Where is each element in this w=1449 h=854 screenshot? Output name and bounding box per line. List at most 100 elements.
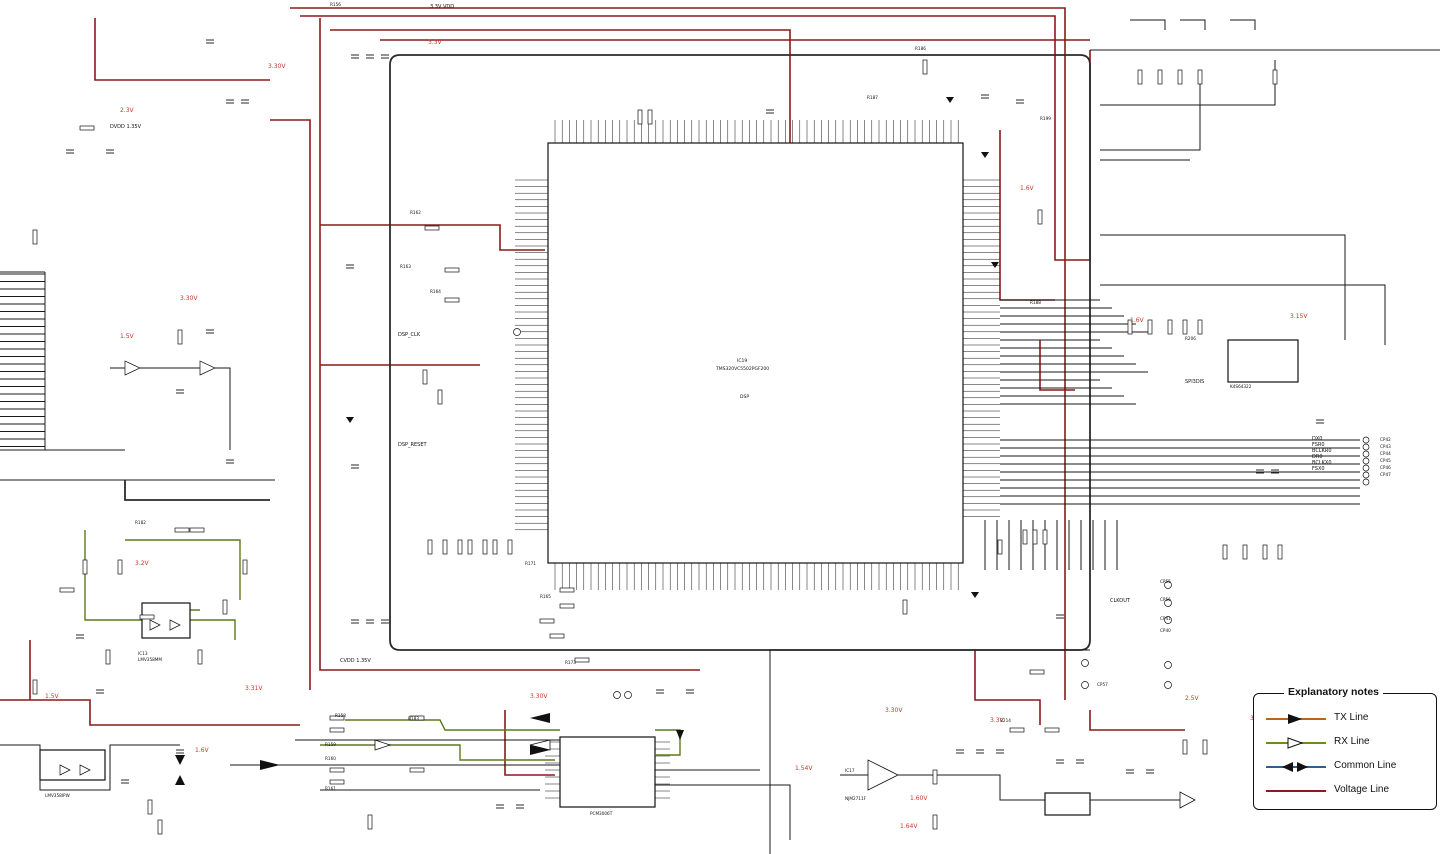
ic13-part: LMV358MM xyxy=(138,657,162,662)
test-point-label: CP56 xyxy=(1160,597,1171,602)
resistor xyxy=(329,727,345,733)
resistor xyxy=(174,527,190,533)
ref-designator: R173 xyxy=(565,660,576,665)
resistor xyxy=(79,125,95,131)
test-point-label: CP43 xyxy=(1380,444,1391,449)
resistor xyxy=(197,649,203,665)
ref-designator: R182 xyxy=(135,520,146,525)
resistor xyxy=(409,767,425,773)
net-label: DSP_CLK xyxy=(398,332,421,338)
resistor xyxy=(437,389,443,405)
common-arrow-icon xyxy=(1282,762,1308,772)
resistor xyxy=(1032,529,1038,545)
test-point-label: CP46 xyxy=(1380,465,1391,470)
voltage-label: 3.30V xyxy=(180,295,198,302)
diode xyxy=(991,262,999,268)
voltage-label: 3.15V xyxy=(1290,313,1308,320)
test-point xyxy=(1362,436,1370,444)
resistor xyxy=(1029,669,1045,675)
voltage-rails xyxy=(0,7,1185,776)
resistor xyxy=(82,559,88,575)
voltage-label: 1.5V xyxy=(45,693,60,700)
codec-chip-ic15: PCM3006T xyxy=(175,713,791,840)
resistor xyxy=(559,603,575,609)
voltage-label: 2.3V xyxy=(120,107,135,114)
test-point-label: CP41 xyxy=(1160,616,1171,621)
test-point xyxy=(513,328,521,336)
voltage-label: 1.60V xyxy=(910,795,928,802)
test-point-label: CP57 xyxy=(1097,682,1108,687)
voltage-label: 3.31V xyxy=(245,685,263,692)
test-point xyxy=(1081,681,1089,689)
ref-designator: R161 xyxy=(325,786,336,791)
resistor xyxy=(1197,319,1203,335)
resistor xyxy=(492,539,498,555)
resistor xyxy=(1182,739,1188,755)
tx-arrow-icon xyxy=(1288,714,1302,724)
resistor xyxy=(444,297,460,303)
test-point xyxy=(1362,450,1370,458)
ref-designator: R165 xyxy=(540,594,551,599)
ref-designator: R186 xyxy=(915,46,926,51)
chip-ref-label: IC19 xyxy=(737,358,747,364)
ic21-part: K4S64322 xyxy=(1230,384,1252,389)
resistor xyxy=(117,559,123,575)
resistor xyxy=(902,599,908,615)
test-point xyxy=(1362,464,1370,472)
resistor xyxy=(467,539,473,555)
resistor xyxy=(1127,319,1133,335)
net-label: CLKOUT xyxy=(1110,598,1131,604)
resistor xyxy=(1157,69,1163,85)
test-point xyxy=(1164,681,1172,689)
resistor xyxy=(329,715,345,721)
test-point xyxy=(1164,661,1172,669)
resistor xyxy=(367,814,373,830)
resistor xyxy=(1202,739,1208,755)
resistor xyxy=(549,633,565,639)
ref-designator: R187 xyxy=(867,95,878,100)
resistor xyxy=(1147,319,1153,335)
resistor xyxy=(329,779,345,785)
diode xyxy=(346,417,354,423)
test-point-label: CP47 xyxy=(1380,472,1391,477)
test-point xyxy=(1164,599,1172,607)
net-label: DR0 xyxy=(1312,454,1323,460)
ref-designator: R188 xyxy=(1030,300,1041,305)
voltage-label: 2.5V xyxy=(1185,695,1200,702)
voltage-label: 1.6V xyxy=(1130,317,1145,324)
resistor xyxy=(1197,69,1203,85)
net-label: 3.3V VDD xyxy=(430,4,454,10)
ref-designator: R163 xyxy=(400,264,411,269)
diode xyxy=(946,97,954,103)
common-line-swatch xyxy=(1266,766,1326,768)
resistor xyxy=(1262,544,1268,560)
test-point xyxy=(1362,457,1370,465)
resistor xyxy=(32,679,38,695)
analog-frontend: IC13 LMV358MM LMV358IPW xyxy=(0,360,270,798)
resistor xyxy=(574,657,590,663)
resistor xyxy=(1222,544,1228,560)
ic17-part: NJM2711F xyxy=(845,796,867,801)
legend-title: Explanatory notes xyxy=(1284,686,1384,698)
resistor xyxy=(177,329,183,345)
test-point xyxy=(1362,471,1370,479)
resistor xyxy=(105,649,111,665)
resistor xyxy=(637,109,643,125)
resistor xyxy=(329,767,345,773)
net-label: BCLKX0 xyxy=(1312,460,1332,466)
net-label: SPI3DIS xyxy=(1185,379,1204,385)
ref-designator: R162 xyxy=(410,210,421,215)
ref-designator: R156 xyxy=(330,2,341,7)
legend-item-rx: RX Line xyxy=(1262,736,1432,750)
ref-designator: R171 xyxy=(525,561,536,566)
resistor xyxy=(457,539,463,555)
test-point xyxy=(613,691,621,699)
legend-item-voltage: Voltage Line xyxy=(1262,784,1432,798)
ref-designator: R183 xyxy=(408,716,419,721)
resistor xyxy=(1022,529,1028,545)
legend-item-tx: TX Line xyxy=(1262,712,1432,726)
ref-designator: R159 xyxy=(325,742,336,747)
net-label: FSR0 xyxy=(1312,442,1325,448)
chip-function-label: DSP xyxy=(740,394,749,400)
resistor xyxy=(997,539,1003,555)
